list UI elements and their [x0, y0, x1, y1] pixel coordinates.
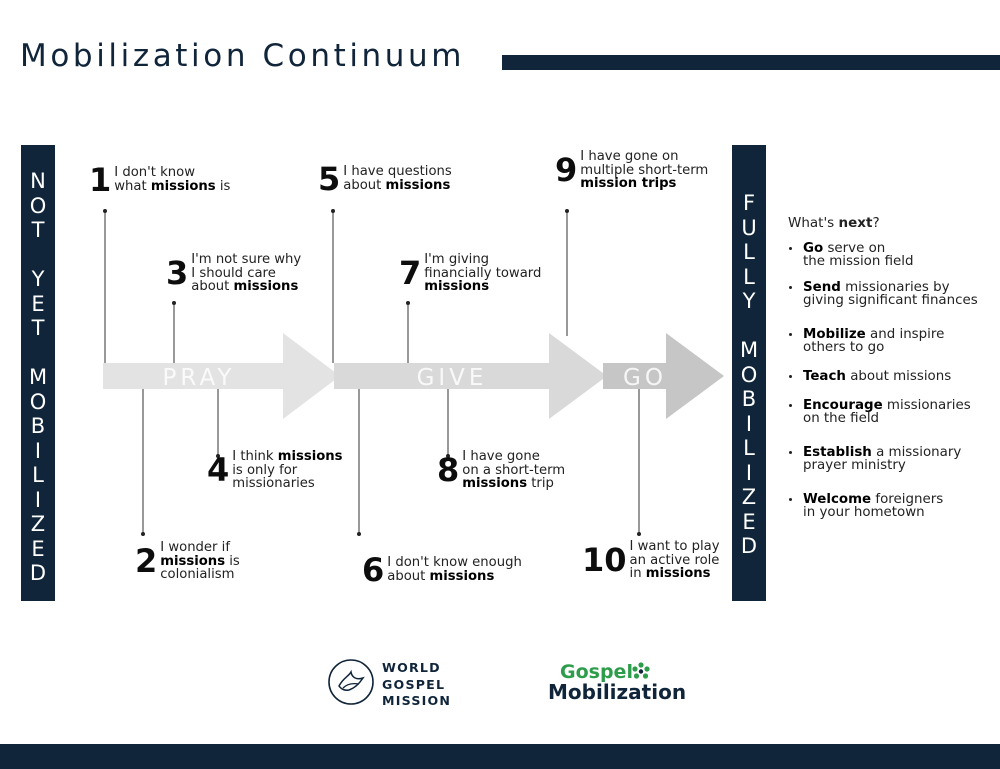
- next-item-encourage: Encourage missionaries on the field: [789, 399, 971, 426]
- next-item-welcome: Welcome foreigners in your hometown: [789, 493, 943, 520]
- dot-8: [446, 454, 450, 458]
- flower-icon: [632, 662, 650, 679]
- not-yet-mobilized-label: N O T Y E T M O B I L I Z E D: [28, 169, 48, 585]
- step-1: 1 I don't know what missions is: [89, 164, 230, 196]
- dot-2: [141, 532, 145, 536]
- next-item-go: Go serve on the mission field: [789, 242, 914, 269]
- step-10: 10 I want to play an active role in miss…: [582, 540, 720, 581]
- bullet-icon: [789, 451, 792, 454]
- whats-next-heading: What's next?: [788, 215, 880, 231]
- gm-logo-line2: Mobilization: [548, 680, 687, 704]
- bullet-icon: [789, 333, 792, 336]
- wgm-logo-icon: [328, 659, 374, 705]
- page-title: Mobilization Continuum: [20, 38, 466, 74]
- step-text: I have gone on multiple short-term missi…: [580, 149, 709, 192]
- step-number: 8: [437, 451, 460, 490]
- give-arrow: [334, 333, 607, 419]
- step-number: 3: [166, 254, 189, 293]
- not-yet-mobilized-bar: N O T Y E T M O B I L I Z E D: [21, 145, 55, 601]
- step-text: I have gone on a short-term missions tri…: [462, 449, 566, 492]
- step-number: 9: [555, 151, 578, 190]
- dot-3: [172, 301, 176, 305]
- step-text: I don't know what missions is: [114, 165, 231, 194]
- bullet-icon: [789, 375, 792, 378]
- stage-label-go: GO: [623, 365, 667, 391]
- step-number: 5: [318, 160, 341, 198]
- step-text: I think missions is only for missionarie…: [232, 449, 343, 492]
- step-6: 6 I don't know enough about missions: [362, 554, 522, 586]
- step-number: 10: [582, 541, 627, 580]
- dot-10: [637, 532, 641, 536]
- pray-arrow: [103, 333, 340, 419]
- step-5: 5 I have questions about missions: [318, 163, 452, 195]
- connector-dots: [103, 209, 641, 536]
- dot-1: [103, 209, 107, 213]
- stage-label-give: GIVE: [417, 365, 488, 391]
- connectors-bottom: [142, 389, 640, 534]
- step-number: 2: [135, 542, 158, 581]
- step-3: 3 I'm not sure why I should care about m…: [166, 253, 301, 294]
- bullet-icon: [789, 247, 792, 250]
- step-number: 6: [362, 551, 385, 589]
- step-9: 9 I have gone on multiple short-term mis…: [555, 150, 708, 191]
- dot-5: [331, 209, 335, 213]
- step-text: I don't know enough about missions: [387, 555, 522, 584]
- dot-6: [357, 532, 361, 536]
- step-text: I'm giving financially toward missions: [424, 252, 542, 295]
- gospel-mobilization-logo: Gospel Mobilization: [548, 662, 686, 702]
- step-text: I wonder if missions is colonialism: [160, 540, 240, 583]
- footer-bar: [0, 744, 1000, 769]
- step-7: 7 I'm giving financially toward missions: [399, 253, 541, 294]
- next-item-establish: Establish a missionary prayer ministry: [789, 446, 961, 473]
- step-number: 1: [89, 161, 112, 199]
- go-arrow: [603, 333, 724, 419]
- bullet-icon: [789, 498, 792, 501]
- dot-4: [216, 454, 220, 458]
- step-4: 4 I think missions is only for missionar…: [207, 450, 343, 491]
- bullet-icon: [789, 404, 792, 407]
- fully-mobilized-label: F U L L Y M O B I L I Z E D: [739, 191, 759, 558]
- step-8: 8 I have gone on a short-term missions t…: [437, 450, 565, 491]
- stage-label-pray: PRAY: [163, 365, 236, 391]
- step-2: 2 I wonder if missions is colonialism: [135, 541, 240, 582]
- step-text: I have questions about missions: [343, 164, 452, 193]
- step-number: 4: [207, 451, 230, 490]
- dot-7: [406, 301, 410, 305]
- gm-logo-line1: Gospel: [560, 661, 633, 683]
- fully-mobilized-bar: F U L L Y M O B I L I Z E D: [732, 145, 766, 601]
- step-text: I'm not sure why I should care about mis…: [191, 252, 302, 295]
- next-item-send: Send missionaries by giving significant …: [789, 281, 978, 308]
- dot-9: [565, 209, 569, 213]
- step-text: I want to play an active role in mission…: [629, 539, 720, 582]
- next-item-teach: Teach about missions: [789, 370, 951, 383]
- title-rule: [502, 55, 1000, 70]
- connectors-top: [104, 211, 568, 363]
- step-number: 7: [399, 254, 422, 293]
- bullet-icon: [789, 286, 792, 289]
- next-item-mobilize: Mobilize and inspire others to go: [789, 328, 944, 355]
- wgm-logo-text: WORLD GOSPEL MISSION: [382, 660, 452, 708]
